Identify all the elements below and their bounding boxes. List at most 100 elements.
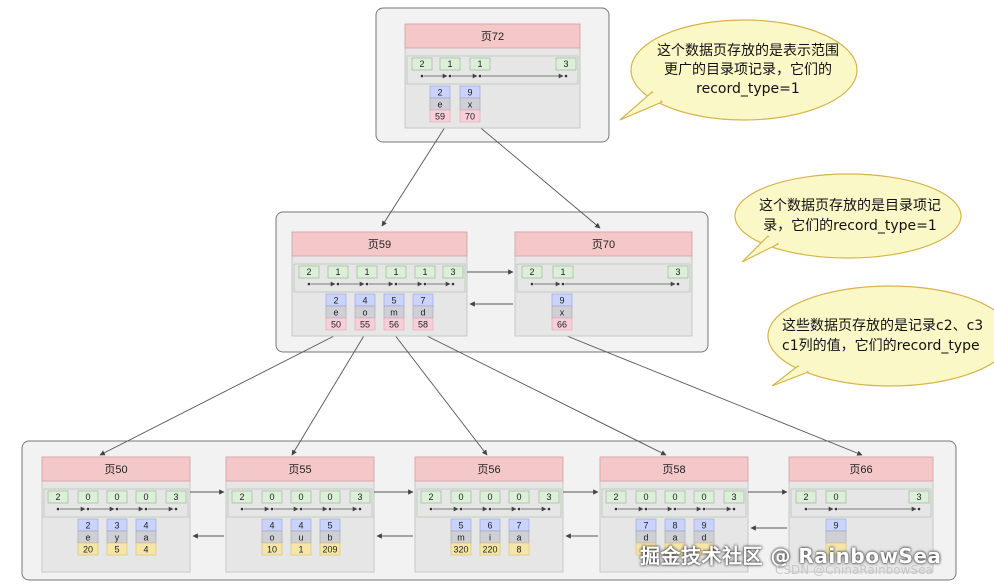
record-c1: 50	[331, 320, 341, 330]
pointer-dot	[451, 282, 455, 286]
pointer-dot	[530, 282, 534, 286]
record-c3: m	[390, 308, 398, 318]
record-header-cell	[439, 57, 461, 71]
child-page-link	[381, 123, 448, 227]
pointer-dot	[307, 282, 311, 286]
record: 4a4	[135, 518, 157, 556]
record-header-value: 0	[643, 492, 648, 502]
record-header-value: 3	[546, 492, 551, 502]
record-c2: 4	[269, 521, 274, 531]
child-page-link	[422, 333, 667, 456]
pointer-dot	[804, 507, 808, 511]
record-header-row	[43, 488, 189, 518]
page-title: 页72	[481, 31, 504, 43]
child-page-link	[99, 333, 339, 456]
pointer-dot	[394, 282, 398, 286]
callout-top-line-3: record_type=1	[696, 81, 800, 97]
pointer-dot	[429, 507, 433, 511]
callout-top-line-1: 这个数据页存放的是表示范围	[657, 42, 839, 59]
record-c2: 4	[298, 521, 303, 531]
record-header-cell	[411, 57, 433, 71]
record-c3: d	[701, 533, 706, 543]
record-header-cell	[135, 490, 157, 504]
record-header-cell	[723, 490, 745, 504]
record-header-value: 3	[916, 492, 921, 502]
record-header-value: 0	[143, 492, 148, 502]
record-c3: e	[85, 533, 90, 543]
record-c2: 7	[643, 521, 648, 531]
callout-bottom-line-1: 这些数据页存放的是记录c2、c3	[782, 317, 983, 334]
page-header	[514, 231, 693, 257]
record-c1-cell	[459, 109, 481, 123]
record-header-value: 1	[422, 267, 427, 277]
record-header-cell	[290, 490, 312, 504]
record-header-value: 2	[306, 267, 311, 277]
record: 8a	[664, 518, 686, 556]
callout-top-line-2: 更广的目录项记录，它们的	[664, 61, 832, 78]
record-c2: 5	[327, 521, 332, 531]
record-c2: 9	[559, 296, 564, 306]
record-c1: 220	[482, 545, 497, 555]
record-header-row	[293, 263, 466, 293]
record-c1-cell	[354, 317, 376, 331]
callout-middle-line-1: 这个数据页存放的是目录项记	[759, 197, 941, 214]
record-header-value: 0	[833, 492, 838, 502]
record-header-row	[406, 55, 579, 85]
record-c2: 3	[114, 521, 119, 531]
record-c1: 209	[322, 545, 337, 555]
record-header-value: 0	[487, 492, 492, 502]
record-header-value: 2	[803, 492, 808, 502]
record-c3: b	[327, 533, 332, 543]
record-header-value: 3	[675, 267, 680, 277]
record-header-value: 3	[357, 492, 362, 502]
record-header-cell	[521, 265, 543, 279]
record-c1-cell	[508, 542, 530, 556]
pointer-dot	[420, 74, 424, 78]
tree-links	[99, 123, 863, 456]
record-header-cell	[442, 265, 464, 279]
pointer-dot	[547, 507, 551, 511]
record-header-cell	[555, 57, 577, 71]
page-title: 页50	[104, 464, 127, 476]
record-c1-cell	[261, 542, 283, 556]
record-c3: a	[143, 533, 148, 543]
record-c1-cell	[77, 542, 99, 556]
record-header-value: 2	[428, 492, 433, 502]
callout-bottom-line-2: c1列的值，它们的record_type	[782, 337, 980, 354]
page-title: 页70	[592, 239, 615, 251]
pointer-dot	[673, 507, 677, 511]
record-header-value: 2	[419, 59, 424, 69]
pointer-dot	[365, 282, 369, 286]
record-c3: m	[457, 533, 465, 543]
record-header-cell	[106, 490, 128, 504]
record: 7a8	[508, 518, 530, 556]
record-header-cell	[47, 490, 69, 504]
pointer-dot	[115, 507, 119, 511]
record-header-value: 0	[114, 492, 119, 502]
page-header	[225, 456, 375, 482]
record-c1: 20	[83, 545, 93, 555]
pointer-dot	[702, 507, 706, 511]
record-header-value: 0	[327, 492, 332, 502]
record-c1-cell	[429, 109, 451, 123]
page-header	[41, 456, 191, 482]
page-title: 页56	[477, 464, 500, 476]
record-c3: a	[672, 533, 677, 543]
record-header-value: 1	[393, 267, 398, 277]
record-header-cell	[77, 490, 99, 504]
record-header-value: 2	[239, 492, 244, 502]
record-header-cell	[231, 490, 253, 504]
callout-top: 这个数据页存放的是表示范围 更广的目录项记录，它们的 record_type=1	[619, 19, 858, 121]
record-header-value: 1	[560, 267, 565, 277]
record-header-cell	[908, 490, 930, 504]
pointer-dot	[56, 507, 60, 511]
record-header-cell	[319, 490, 341, 504]
child-page-link	[561, 333, 863, 456]
record-c1: 320	[453, 545, 468, 555]
